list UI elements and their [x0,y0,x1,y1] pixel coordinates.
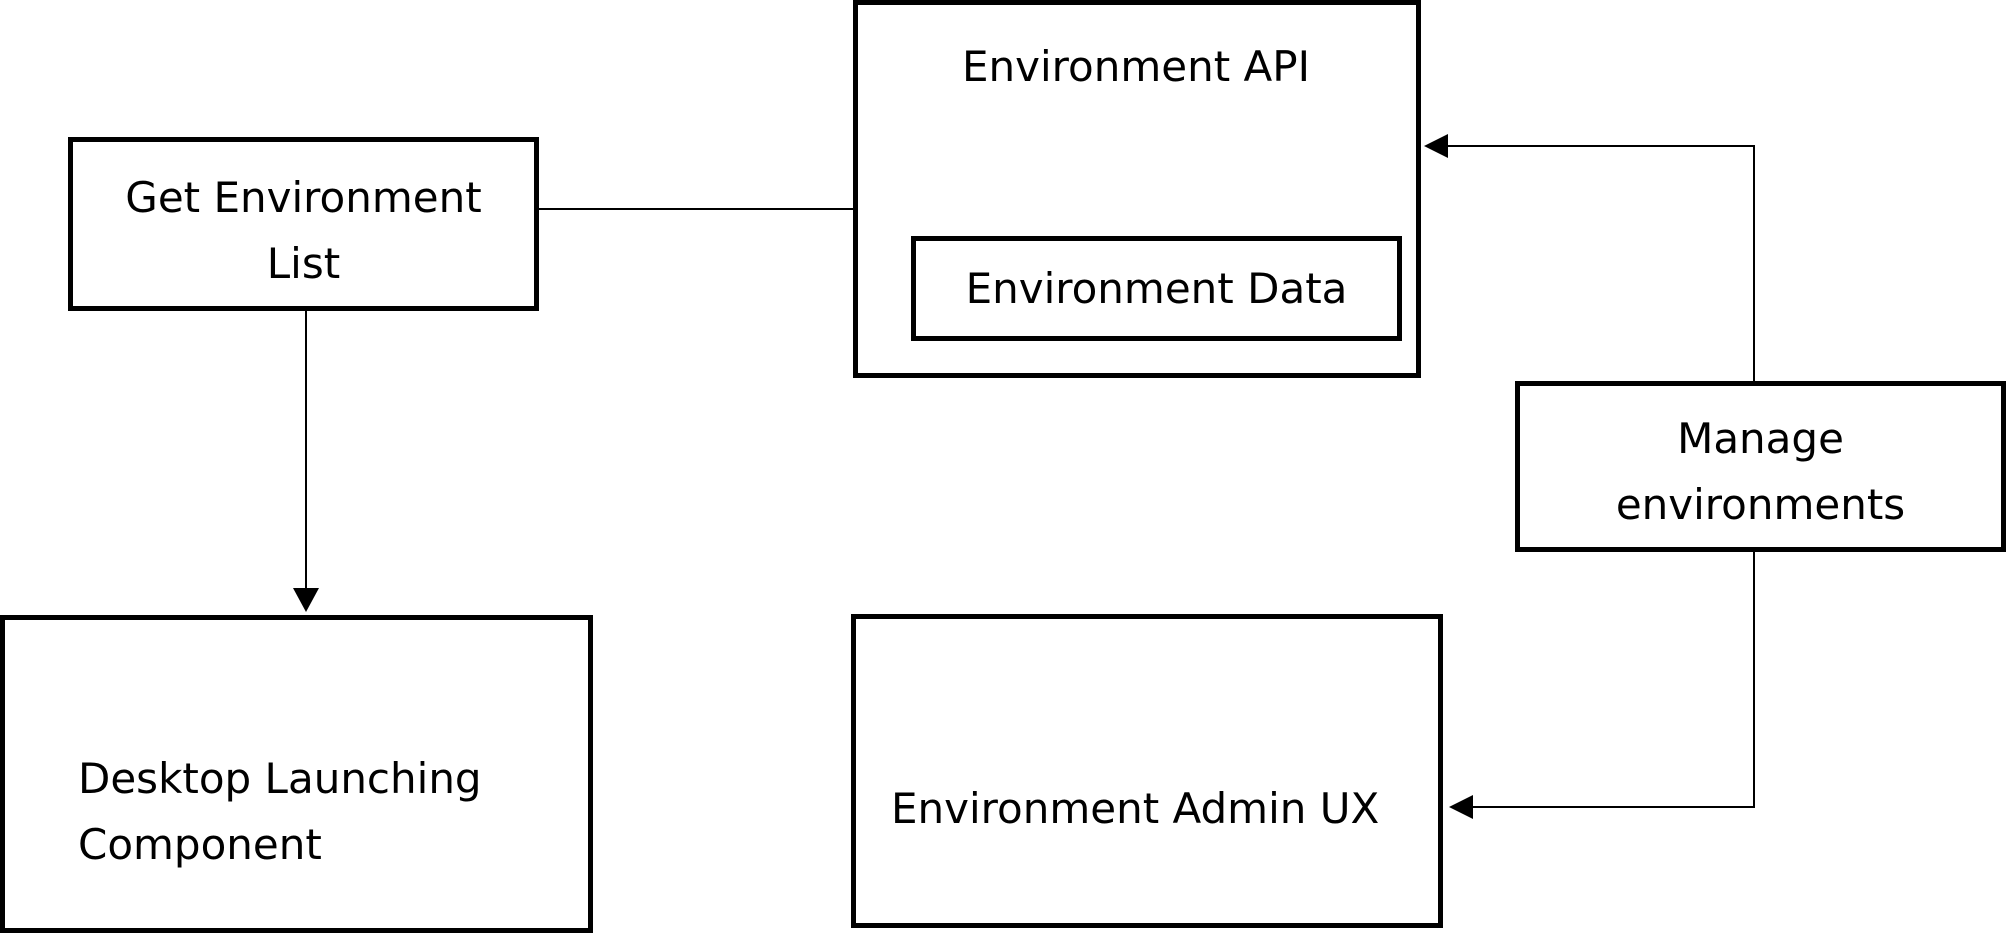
arrowhead-api [1424,134,1448,158]
arrowhead-adminux [1449,795,1473,819]
manage-environments-label-line1: Manage [1677,414,1844,463]
desktop-launching-label-line1: Desktop Launching [78,754,482,803]
arrowhead-desktop [293,588,319,612]
environment-data-label: Environment Data [965,264,1348,313]
desktop-launching-component-node: Desktop Launching Component [0,615,593,933]
environment-admin-ux-node: Environment Admin UX [851,614,1443,928]
manage-environments-node: Manage environments [1515,381,2006,552]
environment-admin-ux-label: Environment Admin UX [891,784,1380,833]
manage-environments-label-line2: environments [1615,480,1906,529]
get-environment-list-label-line2: List [266,239,341,288]
get-environment-list-label-line1: Get Environment [125,173,482,222]
edge-manage-to-adminux [1473,550,1755,808]
environment-api-label: Environment API [962,42,1310,91]
environment-data-node: Environment Data [911,236,1402,341]
get-environment-list-node: Get Environment List [68,137,539,311]
desktop-launching-label-line2: Component [78,820,322,869]
edge-manage-to-api [1448,145,1755,382]
